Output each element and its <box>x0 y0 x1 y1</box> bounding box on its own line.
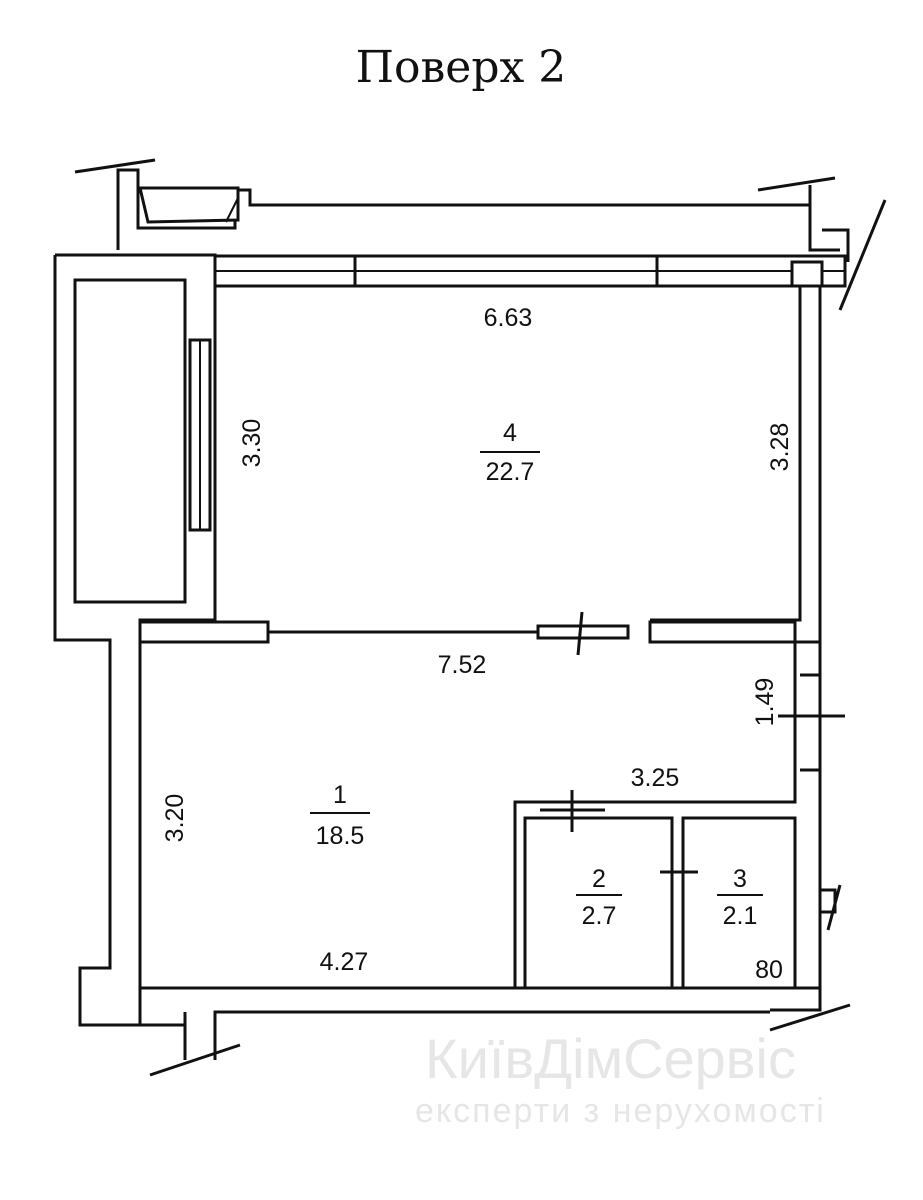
partition-wall <box>138 611 797 656</box>
dim-room1-bottom: 4.27 <box>320 948 369 976</box>
bathroom-walls <box>523 790 797 990</box>
outer-wall-bottom <box>138 986 851 1077</box>
dim-room3-bottom: 80 <box>755 956 783 984</box>
room-4-label: 4 22.7 <box>480 419 540 486</box>
dim-room4-right: 3.28 <box>766 423 794 472</box>
room-number: 3 <box>733 865 747 893</box>
room-4-walls <box>213 286 822 990</box>
room-area: 2.7 <box>582 902 617 930</box>
dim-room1-left: 3.20 <box>161 794 189 843</box>
dim-room4-left: 3.30 <box>238 419 266 468</box>
dim-room4-top: 6.63 <box>484 304 533 332</box>
room-number: 1 <box>333 781 347 809</box>
room-1-walls <box>138 640 845 990</box>
dim-room1-top: 7.52 <box>438 651 487 679</box>
room-area: 2.1 <box>723 902 758 930</box>
outer-wall-top <box>74 158 840 252</box>
room-number: 4 <box>503 419 517 447</box>
watermark-tagline: експерти з нерухомості <box>415 1092 826 1130</box>
room-area: 18.5 <box>316 822 365 850</box>
room-1-label: 1 18.5 <box>310 781 370 850</box>
floor-title: Поверх 2 <box>356 42 567 93</box>
room-3-label: 3 2.1 <box>717 865 763 930</box>
room-2-label: 2 2.7 <box>576 865 622 930</box>
dim-room1-notch: 3.25 <box>631 764 680 792</box>
balcony <box>53 253 217 1060</box>
dim-room1-right: 1.49 <box>751 678 779 727</box>
watermark-brand: КиївДімСервіс <box>425 1027 796 1090</box>
window-wall-top <box>213 199 887 311</box>
room-number: 2 <box>592 865 606 893</box>
room-area: 22.7 <box>486 458 535 486</box>
